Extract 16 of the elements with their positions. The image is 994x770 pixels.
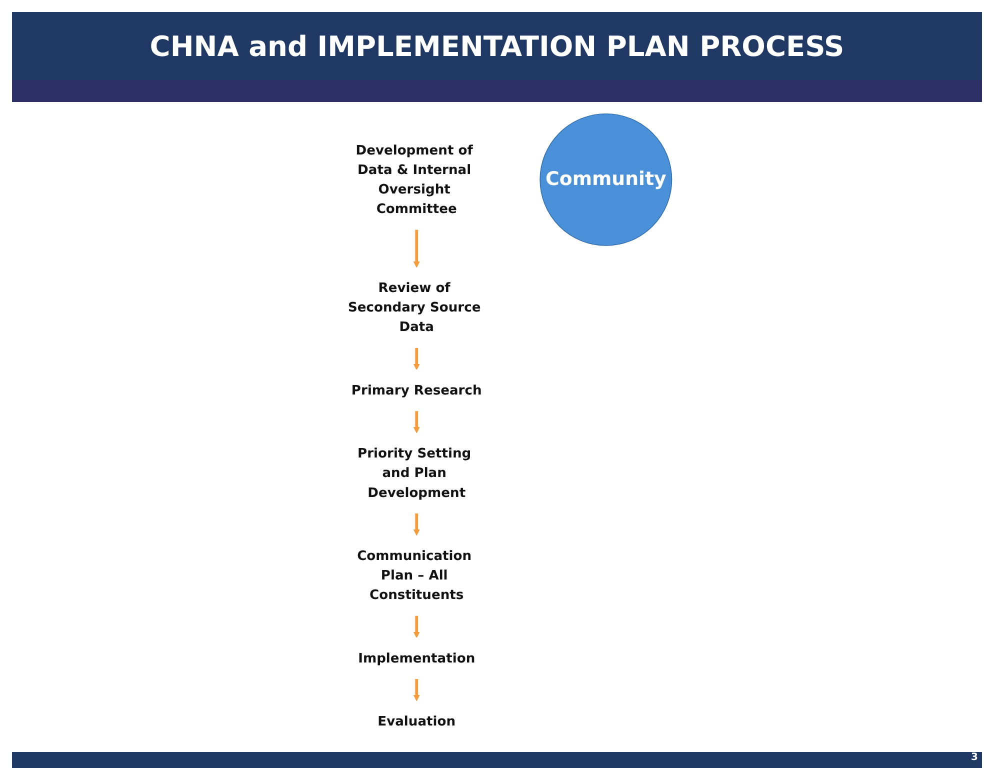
arrow — [413, 348, 420, 370]
node-circle: Community — [540, 113, 672, 246]
title-banner: CHNA and IMPLEMENTATION PLAN PROCESS — [12, 12, 982, 80]
node-text: Implementation — [358, 650, 476, 666]
node-text: Development of Data & Internal Oversight Committee — [356, 142, 473, 217]
page-number: 3 — [971, 752, 978, 763]
arrow — [413, 616, 420, 638]
arrow — [413, 411, 420, 434]
node-text: Communication Plan – All Constituents — [357, 548, 472, 603]
arrow — [413, 230, 420, 268]
node-text: Priority Setting and Plan Development — [358, 446, 472, 500]
arrow — [413, 513, 420, 536]
node-text: Evaluation — [378, 714, 456, 730]
arrow — [413, 679, 420, 702]
node-text: Review of Secondary Source Data — [348, 280, 481, 335]
node-text: Primary Research — [351, 382, 482, 398]
